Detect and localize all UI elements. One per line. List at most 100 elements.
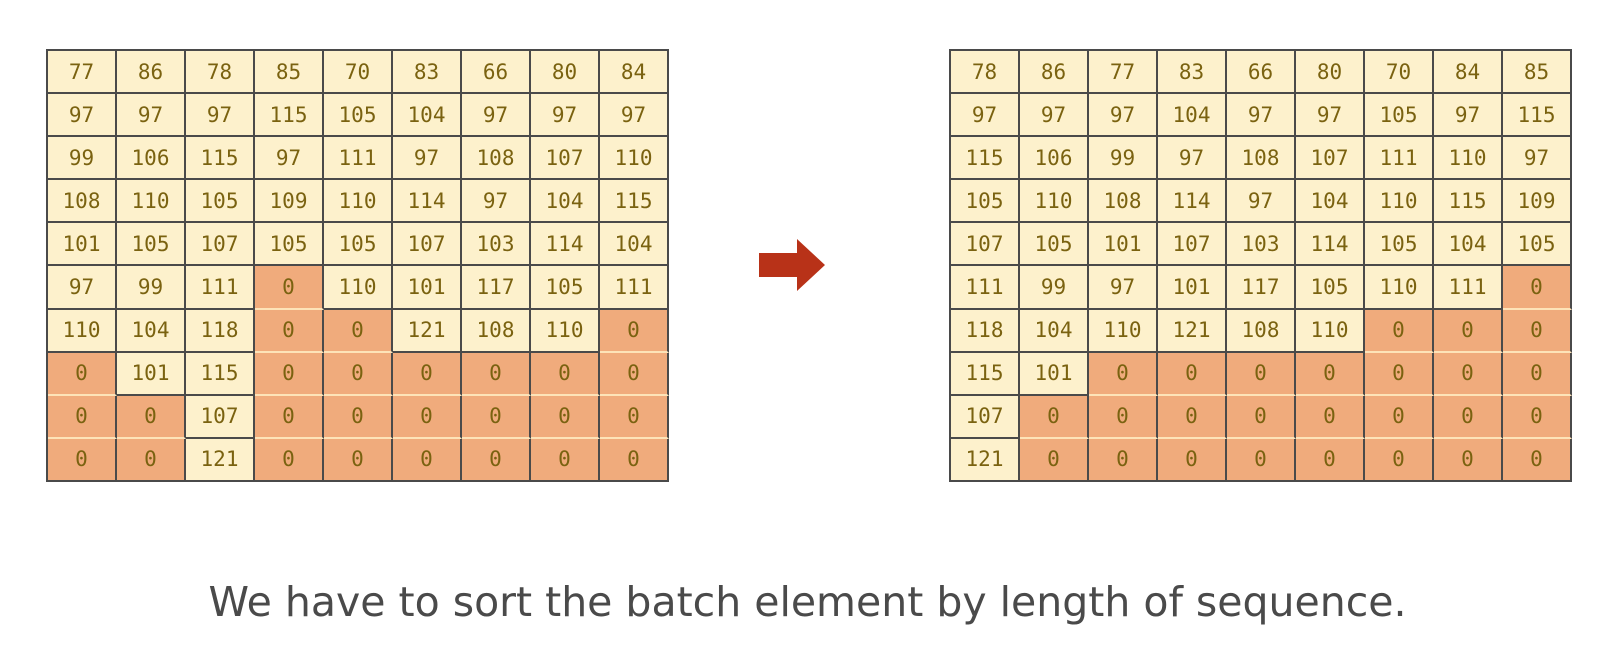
token-cell: 110	[1296, 309, 1365, 353]
token-cell: 77	[1089, 51, 1158, 95]
token-cell: 121	[393, 309, 462, 353]
padding-cell: 0	[1227, 395, 1296, 439]
token-cell: 101	[117, 352, 186, 396]
padding-cell: 0	[324, 309, 393, 353]
token-cell: 110	[1365, 180, 1434, 224]
token-cell: 110	[1020, 180, 1089, 224]
token-cell: 104	[1158, 94, 1227, 138]
padding-cell: 0	[1434, 438, 1503, 482]
token-cell: 110	[1089, 309, 1158, 353]
padding-cell: 0	[1503, 352, 1572, 396]
padding-cell: 0	[1503, 395, 1572, 439]
padding-cell: 0	[1365, 309, 1434, 353]
token-cell: 103	[462, 223, 531, 267]
token-cell: 105	[324, 223, 393, 267]
token-cell: 105	[1503, 223, 1572, 267]
token-cell: 121	[1158, 309, 1227, 353]
padding-cell: 0	[324, 395, 393, 439]
padding-cell: 0	[1434, 309, 1503, 353]
token-cell: 97	[1089, 94, 1158, 138]
padding-cell: 0	[1503, 266, 1572, 310]
token-cell: 97	[117, 94, 186, 138]
token-cell: 97	[1020, 94, 1089, 138]
token-cell: 104	[117, 309, 186, 353]
token-cell: 83	[1158, 51, 1227, 95]
token-cell: 108	[462, 309, 531, 353]
padding-cell: 0	[531, 395, 600, 439]
padding-cell: 0	[1089, 395, 1158, 439]
token-cell: 115	[951, 137, 1020, 181]
padding-cell: 0	[1020, 438, 1089, 482]
token-cell: 85	[255, 51, 324, 95]
padding-cell: 0	[48, 395, 117, 439]
token-cell: 104	[1434, 223, 1503, 267]
token-cell: 115	[600, 180, 669, 224]
token-cell: 107	[951, 223, 1020, 267]
padding-cell: 0	[1158, 395, 1227, 439]
token-cell: 110	[1434, 137, 1503, 181]
padding-cell: 0	[1434, 395, 1503, 439]
token-cell: 101	[1089, 223, 1158, 267]
token-cell: 105	[531, 266, 600, 310]
token-cell: 104	[600, 223, 669, 267]
token-cell: 115	[186, 137, 255, 181]
token-cell: 97	[255, 137, 324, 181]
token-cell: 97	[48, 266, 117, 310]
padding-cell: 0	[600, 309, 669, 353]
padding-cell: 0	[1296, 352, 1365, 396]
token-cell: 101	[1020, 352, 1089, 396]
padding-cell: 0	[117, 438, 186, 482]
token-cell: 97	[531, 94, 600, 138]
padding-cell: 0	[600, 395, 669, 439]
token-cell: 70	[324, 51, 393, 95]
token-cell: 97	[48, 94, 117, 138]
token-cell: 80	[531, 51, 600, 95]
token-cell: 106	[1020, 137, 1089, 181]
token-cell: 117	[462, 266, 531, 310]
token-cell: 106	[117, 137, 186, 181]
token-cell: 121	[951, 438, 1020, 482]
token-cell: 110	[600, 137, 669, 181]
token-cell: 97	[393, 137, 462, 181]
token-cell: 109	[255, 180, 324, 224]
token-cell: 111	[951, 266, 1020, 310]
token-cell: 121	[186, 438, 255, 482]
token-cell: 97	[1227, 94, 1296, 138]
padding-cell: 0	[462, 395, 531, 439]
padding-cell: 0	[117, 395, 186, 439]
token-cell: 85	[1503, 51, 1572, 95]
token-cell: 115	[255, 94, 324, 138]
padding-cell: 0	[255, 438, 324, 482]
token-cell: 114	[1296, 223, 1365, 267]
token-cell: 114	[531, 223, 600, 267]
padding-cell: 0	[48, 352, 117, 396]
token-cell: 66	[1227, 51, 1296, 95]
padding-cell: 0	[1365, 352, 1434, 396]
padding-cell: 0	[1158, 352, 1227, 396]
padding-cell: 0	[1503, 309, 1572, 353]
token-cell: 110	[324, 180, 393, 224]
token-cell: 84	[600, 51, 669, 95]
token-cell: 115	[951, 352, 1020, 396]
token-cell: 105	[1365, 223, 1434, 267]
padding-cell: 0	[324, 438, 393, 482]
token-cell: 107	[186, 395, 255, 439]
token-cell: 99	[1089, 137, 1158, 181]
token-cell: 105	[117, 223, 186, 267]
token-cell: 104	[1296, 180, 1365, 224]
token-cell: 86	[117, 51, 186, 95]
padding-cell: 0	[600, 352, 669, 396]
padding-cell: 0	[1296, 395, 1365, 439]
token-cell: 97	[1089, 266, 1158, 310]
token-cell: 118	[186, 309, 255, 353]
padding-cell: 0	[1227, 352, 1296, 396]
token-cell: 101	[393, 266, 462, 310]
token-cell: 84	[1434, 51, 1503, 95]
token-cell: 111	[600, 266, 669, 310]
token-cell: 103	[1227, 223, 1296, 267]
padding-cell: 0	[393, 438, 462, 482]
token-cell: 101	[1158, 266, 1227, 310]
token-cell: 107	[951, 395, 1020, 439]
padding-cell: 0	[255, 266, 324, 310]
token-cell: 107	[393, 223, 462, 267]
